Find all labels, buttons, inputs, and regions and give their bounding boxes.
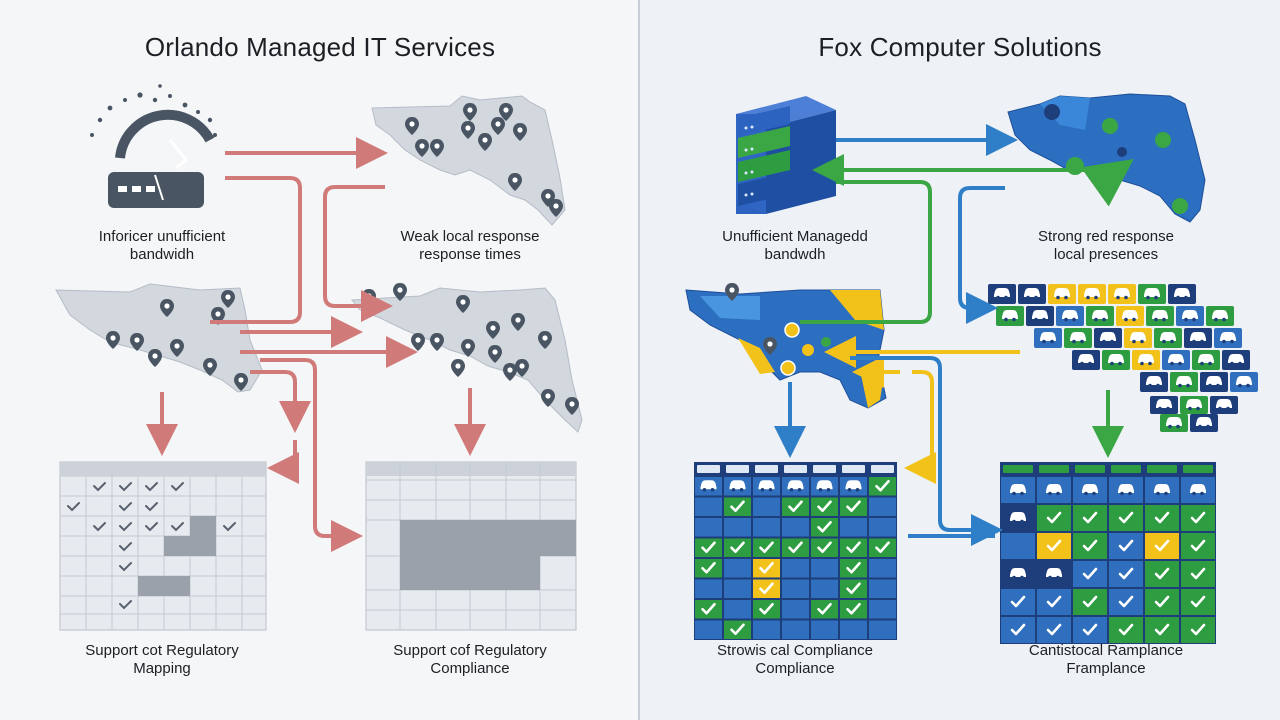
table-cell	[869, 600, 896, 619]
label-map-weak: Weak local response response times	[400, 228, 540, 263]
table-cell	[724, 600, 751, 619]
map-left-mid	[55, 283, 263, 393]
table-cell	[782, 559, 809, 578]
table-header-cell	[1111, 465, 1141, 473]
panel-divider	[638, 0, 640, 720]
table-header-cell	[871, 465, 894, 473]
label-table-left: Support cot Regulatory Mapping	[85, 642, 239, 677]
table-cell	[695, 620, 722, 639]
left-title: Orlando Managed IT Services	[144, 32, 496, 62]
table-cell	[724, 559, 751, 578]
map-car-grid	[988, 284, 1258, 432]
table-header-cell	[726, 465, 749, 473]
table-cell	[782, 600, 809, 619]
table-background	[1000, 462, 1216, 644]
table-cell	[782, 620, 809, 639]
table-cell	[869, 559, 896, 578]
table-cell	[840, 620, 867, 639]
table-cell	[695, 579, 722, 598]
label-table-blue-right: Cantistocal Ramplance Framplance	[1028, 642, 1184, 677]
table-right-gray	[365, 461, 577, 631]
table-cell	[695, 518, 722, 537]
table-cell	[1001, 533, 1035, 559]
table-cell	[869, 497, 896, 516]
table-header-cell	[784, 465, 807, 473]
table-cell	[724, 579, 751, 598]
table-header-cell	[813, 465, 836, 473]
table-blue-left	[694, 462, 897, 640]
table-header-cell	[1039, 465, 1069, 473]
table-header-cell	[755, 465, 778, 473]
table-header-cell	[1147, 465, 1177, 473]
table-cell	[811, 559, 838, 578]
table-header-cell	[697, 465, 720, 473]
table-cell	[782, 518, 809, 537]
router-icon	[90, 84, 217, 208]
table-cell	[753, 620, 780, 639]
table-cell	[811, 620, 838, 639]
table-cell	[753, 518, 780, 537]
table-cell	[840, 518, 867, 537]
label-table-right: Support cof Regulatory Compliance	[393, 642, 547, 677]
table-header-cell	[842, 465, 865, 473]
table-blue-right	[1000, 462, 1216, 644]
table-cell	[869, 518, 896, 537]
map-weak-top	[371, 95, 566, 226]
table-cell	[869, 620, 896, 639]
table-left-gray	[59, 461, 267, 631]
table-header-cell	[1183, 465, 1213, 473]
map-strong-top	[1007, 93, 1206, 223]
map-right-mid	[351, 283, 583, 433]
label-map-strong: Strong red response local presences	[1038, 228, 1174, 263]
table-header-cell	[1075, 465, 1105, 473]
label-router: Inforicer unufficient bandwidh	[98, 228, 226, 263]
right-title: Fox Computer Solutions	[818, 32, 1102, 62]
table-cell	[869, 579, 896, 598]
arrows-color	[774, 124, 1134, 546]
table-cell	[782, 579, 809, 598]
table-cell	[753, 497, 780, 516]
table-cell	[724, 518, 751, 537]
table-header-cell	[1003, 465, 1033, 473]
arrows-red	[146, 137, 486, 552]
map-blue-mid-left	[685, 283, 887, 409]
label-server: Unufficient Managedd bandwdh	[722, 228, 868, 263]
table-cell	[695, 497, 722, 516]
table-cell	[811, 579, 838, 598]
label-table-blue-left: Strowis cal Compliance Compliance	[717, 642, 873, 677]
server-icon	[736, 96, 836, 214]
